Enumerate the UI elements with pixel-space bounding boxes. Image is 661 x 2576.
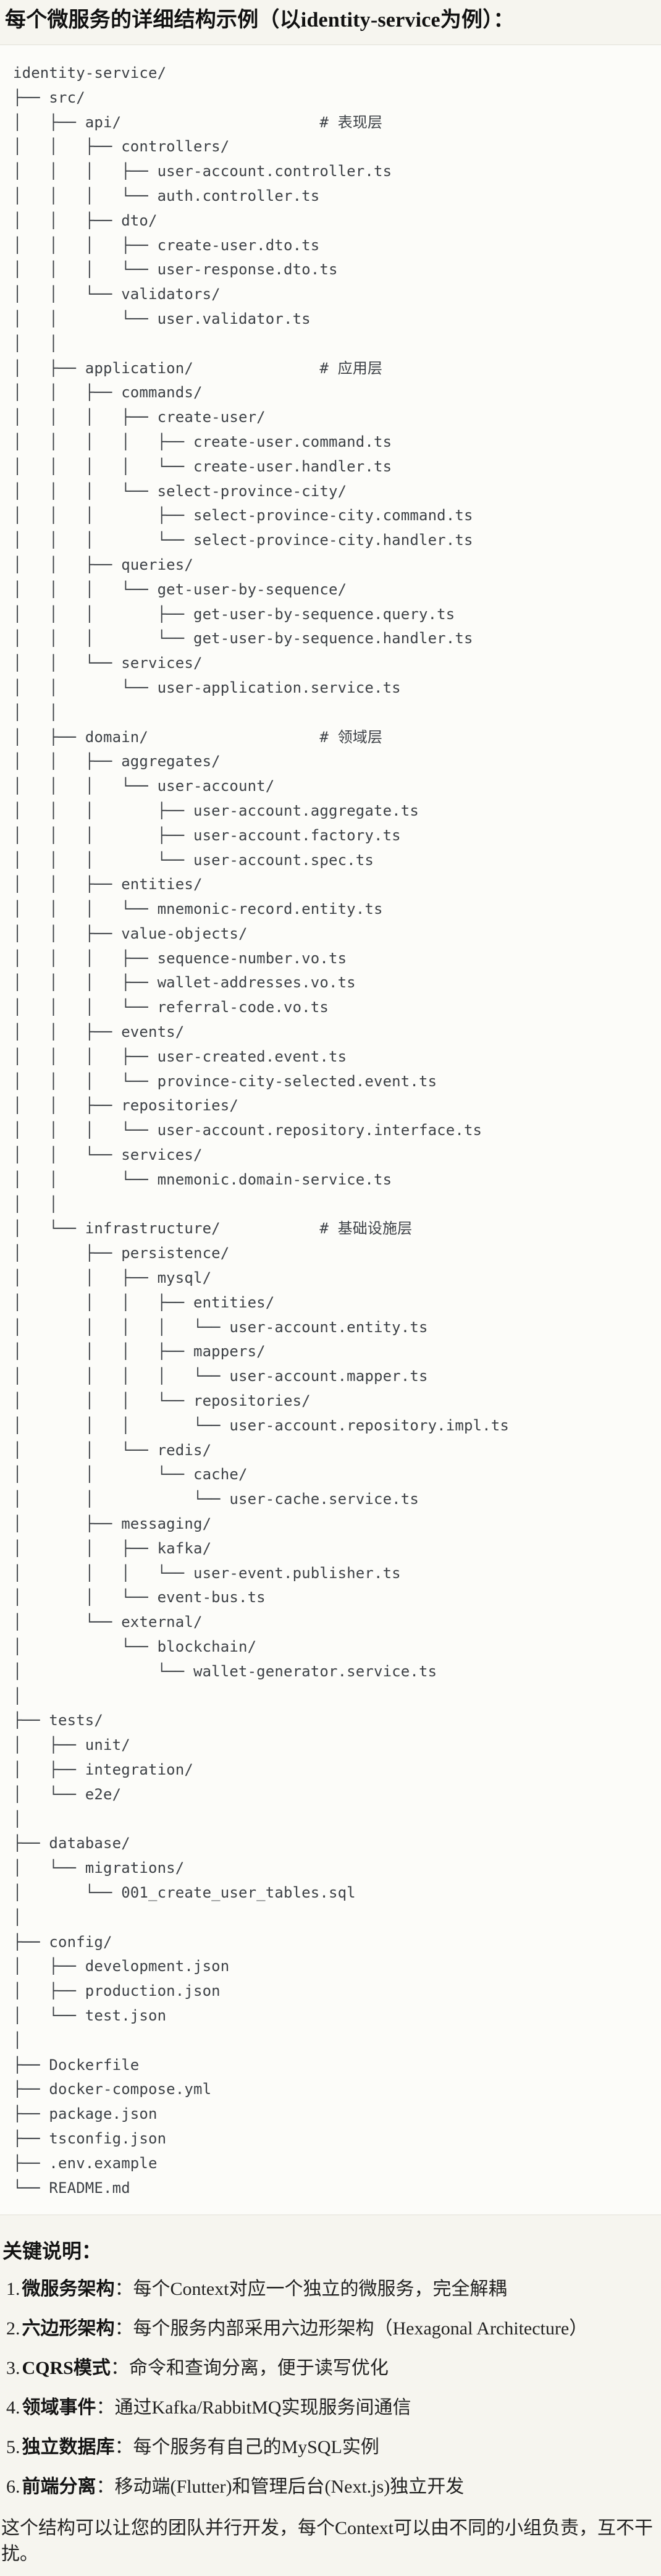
page-title: 每个微服务的详细结构示例（以identity-service为例）： <box>5 9 515 32</box>
item-label: 前端分离 <box>22 2477 96 2498</box>
key-notes-list: 1.微服务架构：每个Context对应一个独立的微服务，完全解耦 2.六边形架构… <box>0 2265 661 2499</box>
item-text: 每个服务内部采用六边形架构（Hexagonal Architecture） <box>133 2318 588 2339</box>
item-label: 领域事件 <box>22 2397 96 2418</box>
item-number: 6. <box>6 2477 20 2498</box>
item-separator: ： <box>96 2477 115 2498</box>
item-separator: ： <box>96 2397 115 2418</box>
closing-paragraph: 这个结构可以让您的团队并行开发，每个Context可以由不同的小组负责，互不干扰… <box>1 2518 653 2565</box>
item-separator: ： <box>110 2358 129 2379</box>
item-number: 3. <box>6 2358 20 2379</box>
item-text: 每个服务有自己的MySQL实例 <box>133 2437 379 2458</box>
item-number: 2. <box>6 2318 20 2339</box>
item-label: 六边形架构 <box>22 2318 115 2339</box>
list-item: 6.前端分离：移动端(Flutter)和管理后台(Next.js)独立开发 <box>6 2475 661 2499</box>
item-separator: ： <box>114 2279 133 2300</box>
item-separator: ： <box>114 2318 133 2339</box>
item-text: 通过Kafka/RabbitMQ实现服务间通信 <box>114 2397 411 2418</box>
item-label: CQRS模式 <box>22 2358 111 2379</box>
code-block: identity-service/ ├── src/ │ ├── api/ # … <box>0 44 661 2216</box>
item-text: 每个Context对应一个独立的微服务，完全解耦 <box>133 2279 507 2300</box>
key-notes-heading: 关键说明： <box>2 2240 102 2263</box>
list-item: 5.独立数据库：每个服务有自己的MySQL实例 <box>6 2435 661 2460</box>
list-item: 3.CQRS模式：命令和查询分离，便于读写优化 <box>6 2356 661 2381</box>
item-separator: ： <box>114 2437 133 2458</box>
item-number: 1. <box>6 2279 20 2300</box>
item-text: 移动端(Flutter)和管理后台(Next.js)独立开发 <box>114 2477 465 2498</box>
item-label: 独立数据库 <box>22 2437 115 2458</box>
item-number: 4. <box>6 2397 20 2418</box>
item-number: 5. <box>6 2437 20 2458</box>
list-item: 1.微服务架构：每个Context对应一个独立的微服务，完全解耦 <box>6 2277 661 2302</box>
list-item: 2.六边形架构：每个服务内部采用六边形架构（Hexagonal Architec… <box>6 2316 661 2341</box>
list-item: 4.领域事件：通过Kafka/RabbitMQ实现服务间通信 <box>6 2396 661 2420</box>
directory-tree: identity-service/ ├── src/ │ ├── api/ # … <box>13 64 509 2197</box>
item-label: 微服务架构 <box>22 2279 115 2300</box>
item-text: 命令和查询分离，便于读写优化 <box>128 2358 389 2379</box>
